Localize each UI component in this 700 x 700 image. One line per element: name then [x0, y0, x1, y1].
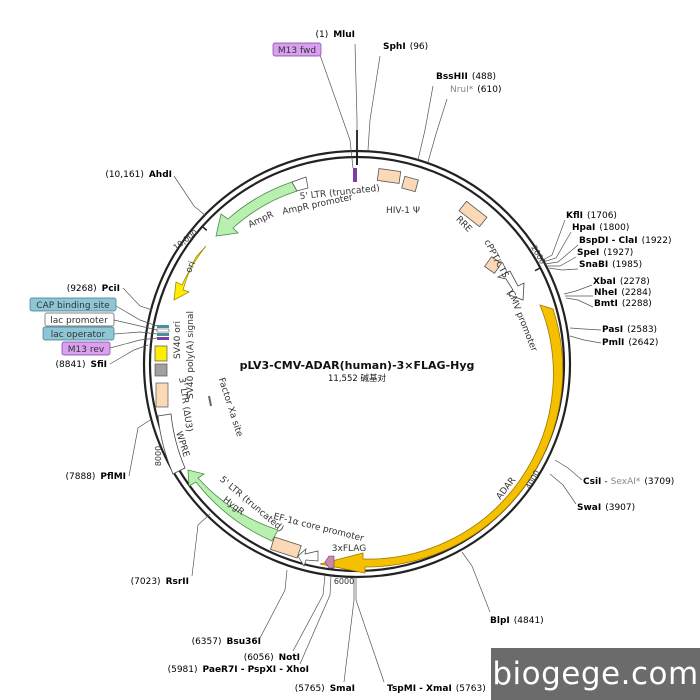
- site-rsrii: (7023)RsrII: [131, 577, 189, 587]
- site-nhei: NheI(2284): [594, 288, 651, 298]
- watermark-banner: biogege.com: [491, 648, 700, 700]
- ef1a-promoter-arrow: [297, 548, 319, 567]
- plasmid-name: pLV3-CMV-ADAR(human)-3×FLAG-Hyg: [240, 359, 475, 372]
- site-smai: (5765)SmaI: [295, 684, 355, 694]
- tick-label-8000: 8000: [154, 446, 163, 466]
- ampr-promoter-arrow: [291, 176, 309, 192]
- site-spei: SpeI(1927): [577, 248, 633, 258]
- lac-operator-mark: [157, 333, 169, 336]
- tick-label-6000: 6000: [334, 577, 354, 586]
- lac-promoter-callout: [44, 312, 115, 327]
- ampr-arrow: [215, 181, 298, 237]
- ltr3-box: [155, 382, 169, 408]
- sv40-ori-box: [154, 345, 168, 362]
- hygr-arrow: [187, 469, 279, 542]
- site-noti: (6056)NotI: [244, 653, 300, 663]
- site-ahdi: (10,161)AhdI: [105, 170, 172, 180]
- ori-label: ori: [184, 260, 198, 275]
- cppt-label: cPPT/CTS: [482, 238, 511, 280]
- cap-site-mark: [157, 325, 169, 328]
- lac-promoter-text: lac promoter: [50, 316, 108, 326]
- site-snabi: SnaBI(1985): [579, 260, 642, 270]
- rre-box: [458, 200, 488, 228]
- site-csii: CsiI-SexAI*(3709): [583, 477, 674, 487]
- sv40-ori-label: SV40 ori: [173, 321, 183, 359]
- m13-fwd-callout: [272, 42, 322, 57]
- site-swai: SwaI(3907): [577, 503, 635, 513]
- site-xhoi: (5981)PaeR7I - PspXI - XhoI: [168, 665, 309, 675]
- m13-rev-text: M13 rev: [68, 345, 105, 355]
- site-pasi: PasI(2583): [602, 325, 657, 335]
- factor-xa-mark: [208, 395, 212, 407]
- hiv1-psi-box: [401, 175, 419, 193]
- site-mlui: (1)MluI: [315, 30, 355, 40]
- flag-marker: [324, 555, 335, 569]
- adar-arrow: [319, 304, 564, 574]
- lac-operator-text: lac operator: [51, 330, 106, 340]
- m13-fwd-text: M13 fwd: [278, 46, 316, 56]
- site-sfii: (8841)SfiI: [56, 360, 107, 370]
- tick-mark-10000: [201, 225, 208, 232]
- m13-rev-mark: [157, 337, 169, 340]
- factor-xa-label: Factor Xa site: [216, 377, 245, 439]
- m13-rev-callout: [61, 341, 111, 356]
- cap-site-callout: [29, 297, 117, 312]
- site-kfli: KflI(1706): [566, 211, 617, 221]
- site-bsu36i: (6357)Bsu36I: [192, 637, 261, 647]
- site-clai: BspDI - ClaI(1922): [579, 236, 672, 246]
- ef1a-label: EF-1α core promoter: [272, 512, 365, 544]
- tick-mark-2000: [534, 267, 541, 272]
- site-xmai: TspMI - XmaI(5763): [387, 684, 486, 694]
- lac-promoter-mark: [156, 328, 170, 333]
- site-bmti: BmtI(2288): [594, 299, 652, 309]
- cppt-box: [484, 256, 502, 274]
- plasmid-size: 11,552 碱基对: [328, 373, 386, 384]
- sv40-polya-box: [154, 363, 168, 377]
- site-hpai: HpaI(1800): [572, 223, 629, 233]
- site-nrui: NruI*(610): [450, 85, 502, 95]
- site-pflmi: (7888)PflMI: [65, 472, 126, 482]
- site-pcii: (9268)PciI: [67, 284, 120, 294]
- ltr5-box: [376, 168, 402, 184]
- site-blpi: BlpI(4841): [490, 616, 544, 626]
- site-pmli: PmlI(2642): [602, 338, 658, 348]
- cmv-promoter-arrow: [496, 270, 525, 301]
- wpre-box: [157, 413, 186, 475]
- flag-label: 3xFLAG: [332, 544, 366, 554]
- site-sphi: SphI(96): [383, 42, 428, 52]
- cap-site-text: CAP binding site: [36, 301, 110, 311]
- lac-operator-callout: [42, 326, 115, 341]
- site-leaders: [109, 43, 602, 683]
- site-bsshii: BssHII(488): [436, 72, 496, 82]
- sv40-polya-label: SV40 poly(A) signal: [186, 311, 196, 399]
- ori-arrow: [173, 245, 207, 301]
- m13-fwd-mark: [353, 168, 357, 182]
- hiv1-psi-label: HIV-1 Ψ: [386, 206, 420, 216]
- ef1a-box: [270, 536, 302, 559]
- site-xbai: XbaI(2278): [593, 277, 650, 287]
